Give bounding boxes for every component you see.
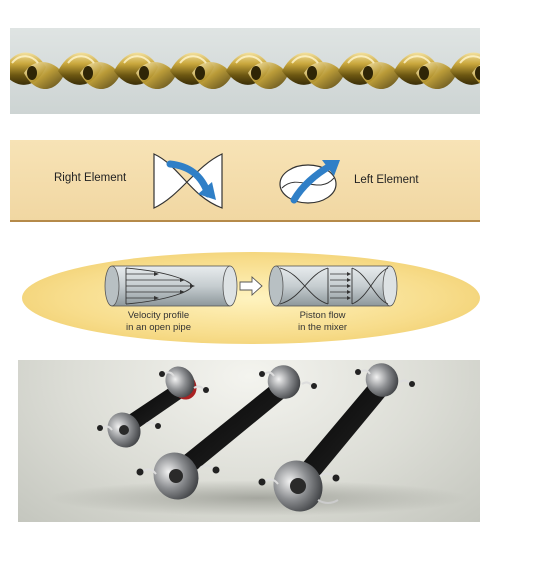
open-pipe-caption: Velocity profile in an open pipe	[126, 310, 191, 334]
helical-segment	[10, 52, 64, 90]
helical-segment	[58, 52, 120, 90]
backdrop-ellipse	[22, 252, 480, 344]
mixer-caption: Piston flow in the mixer	[298, 310, 347, 334]
right-element-icon	[153, 153, 223, 209]
mixer-unit-3	[258, 363, 415, 512]
left-element-label: Left Element	[354, 174, 419, 186]
mixer-units-graphic	[48, 363, 468, 516]
mixer-unit-2	[136, 365, 317, 500]
helical-segment	[170, 52, 232, 90]
helical-segment	[226, 52, 288, 90]
helical-elements-photo	[10, 28, 480, 114]
element-orientation-banner: Right Element Left Element	[10, 140, 480, 222]
static-mixer-units-photo	[18, 360, 480, 522]
mixer-caption-line1: Piston flow	[299, 310, 346, 321]
element-segments	[10, 52, 480, 90]
helical-segment	[394, 52, 456, 90]
helical-segment	[450, 52, 480, 85]
left-element-icon	[279, 160, 340, 204]
flow-profile-graphic	[22, 252, 480, 344]
helical-segment	[282, 52, 344, 90]
comparison-arrow-icon	[239, 275, 263, 297]
mixer-caption-line2: in the mixer	[298, 322, 348, 333]
helical-segment	[114, 52, 176, 90]
helical-element-chain	[10, 52, 480, 90]
mixer-pipe-icon	[268, 265, 398, 307]
open-pipe-caption-line1: Velocity profile	[127, 310, 190, 321]
open-pipe-icon	[104, 265, 238, 307]
helical-segment	[338, 52, 400, 90]
open-pipe-caption-line2: in an open pipe	[126, 322, 191, 333]
flow-profile-diagram: Velocity profile in an open pipe Piston …	[22, 252, 480, 344]
right-element-label: Right Element	[54, 172, 127, 184]
mixer-unit-1	[97, 366, 209, 448]
